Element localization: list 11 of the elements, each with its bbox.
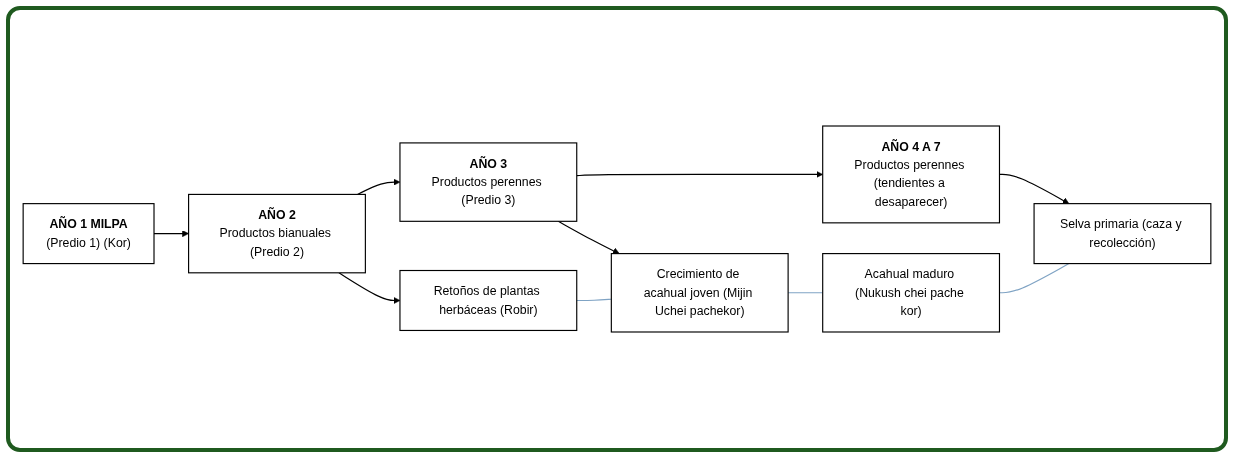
node-box: AÑO 3 Productos perennes (Predio 3) xyxy=(399,142,578,222)
node-box: Selva primaria (caza y recolección) xyxy=(1033,203,1212,265)
arrow xyxy=(557,220,620,254)
node-box: AÑO 4 A 7 Productos perennes (tendientes a desaparecer) xyxy=(822,125,1001,224)
node-box: Crecimiento de acahual joven (Mijin Uchei pachekor) xyxy=(610,253,789,333)
node-box: AÑO 1 MILPA (Predio 1) (Kor) xyxy=(22,203,155,265)
node-box: Acahual maduro (Nukush chei pache kor) xyxy=(822,253,1001,333)
connector xyxy=(576,298,612,302)
arrow xyxy=(576,171,823,178)
node-box: Retoños de plantas herbáceas (Robir) xyxy=(399,269,578,332)
node-box: AÑO 2 Productos bianuales (Predio 2) xyxy=(188,193,366,274)
